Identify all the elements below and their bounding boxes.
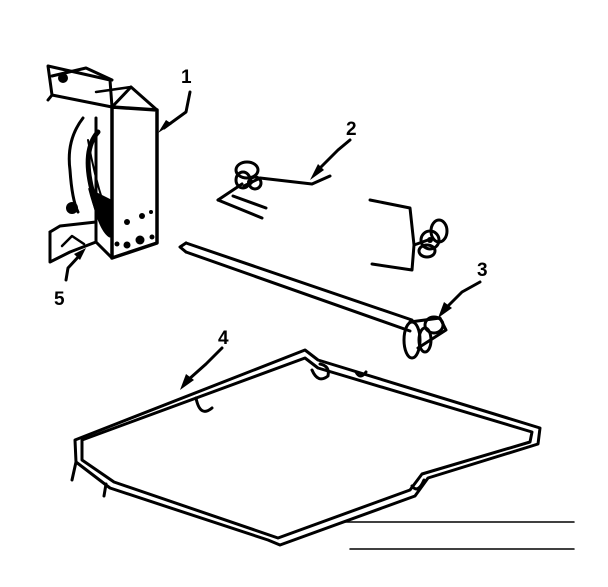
spit-rod (178, 241, 448, 360)
motor-bracket (48, 220, 98, 264)
rotisserie-motor (46, 64, 159, 260)
spit-fork-left (216, 160, 332, 220)
callout-3: 3 (477, 260, 488, 281)
callout-5: 5 (54, 289, 65, 310)
callout-2: 2 (346, 119, 357, 140)
callout-4: 4 (218, 328, 229, 349)
spit-fork-right (368, 198, 449, 272)
callout-1: 1 (181, 67, 192, 88)
callout-leaders (64, 90, 482, 390)
wire-rack (70, 348, 542, 547)
text-placeholder-lines (341, 521, 575, 550)
